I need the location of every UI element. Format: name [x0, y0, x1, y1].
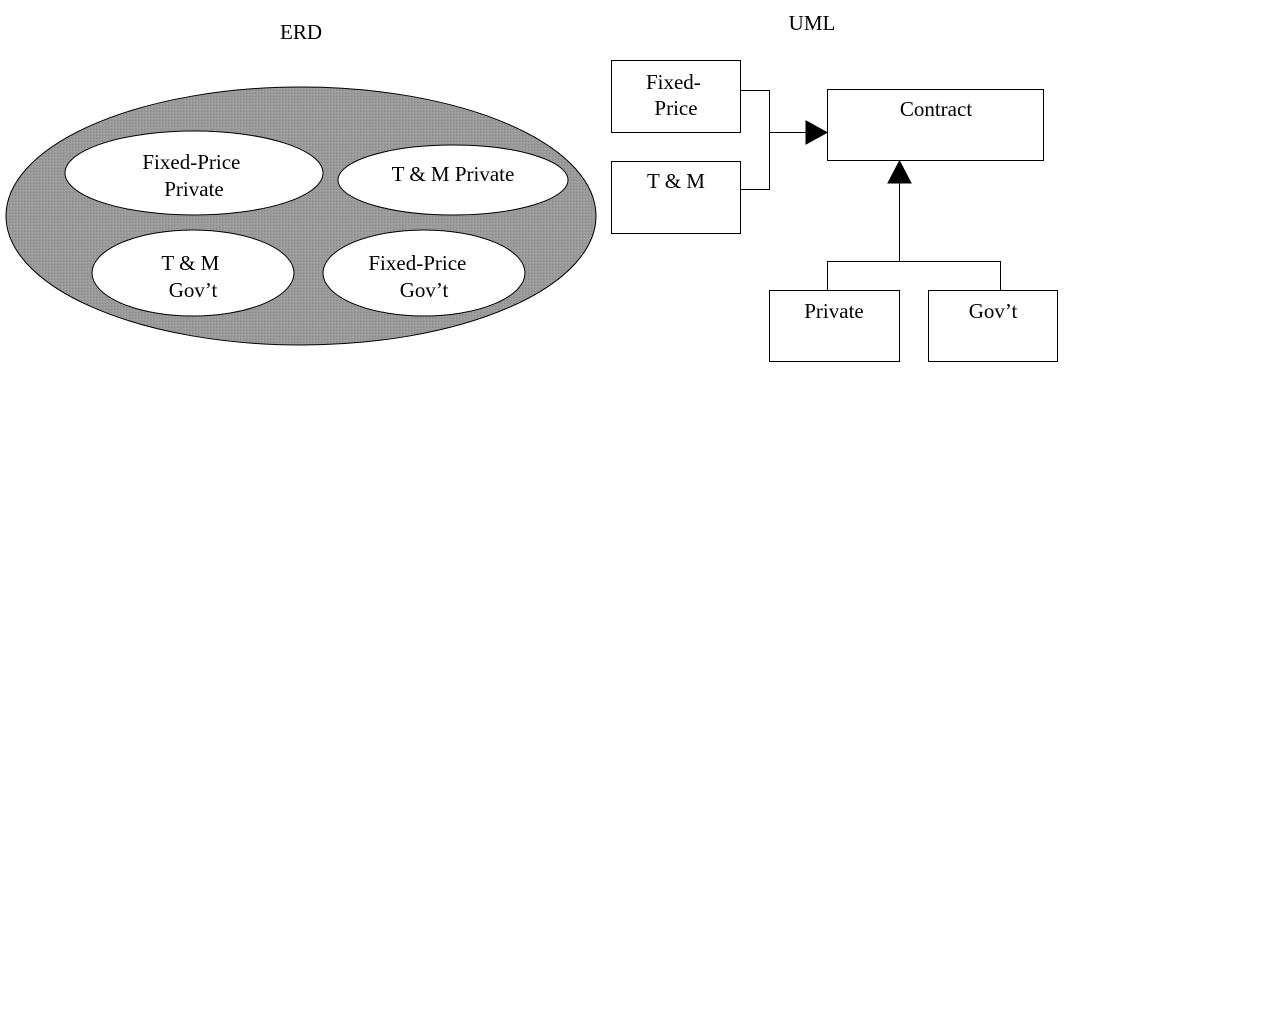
- uml-title: UML: [789, 11, 836, 35]
- connector-fixed-price: [740, 90, 770, 190]
- subset-fixed-price-private-label: Fixed-Price Private: [142, 150, 245, 201]
- class-fixed-price-label: Fixed- Price: [646, 70, 706, 120]
- subset-fixed-price-govt-ellipse: [322, 229, 526, 317]
- erd-title: ERD: [280, 20, 322, 44]
- label-line: Fixed-: [646, 70, 701, 94]
- label-line: Price: [654, 96, 697, 120]
- label-line: T & M: [161, 251, 219, 275]
- subset-fixed-price-govt-label: Fixed-Price Gov’t: [368, 251, 471, 302]
- subset-fixed-price-govt: Fixed-Price Gov’t: [322, 229, 526, 317]
- label-line: Private: [804, 299, 863, 323]
- class-fixed-price-box: [611, 60, 741, 133]
- subset-fixed-price-private-ellipse: [64, 130, 324, 216]
- label-line: Gov’t: [969, 299, 1018, 323]
- label-line: Private: [164, 177, 223, 201]
- uml-section: UML Fixed- Price T & M Contract: [611, 11, 1058, 362]
- label-line: Gov’t: [400, 278, 449, 302]
- subset-tm-private: T & M Private: [337, 144, 569, 216]
- label-line: Gov’t: [169, 278, 218, 302]
- subset-tm-govt-ellipse: [91, 229, 295, 317]
- class-private-label: Private: [804, 299, 863, 323]
- contract-supertype-ellipse: [5, 86, 597, 346]
- label-line: T & M Private: [392, 162, 515, 186]
- class-fixed-price: Fixed- Price: [611, 60, 741, 133]
- class-tm-box: [611, 161, 741, 234]
- subset-tm-private-label: T & M Private: [392, 162, 515, 186]
- generalization-sector-to-contract: [827, 159, 1001, 290]
- class-contract: Contract: [827, 89, 1044, 161]
- subset-tm-govt: T & M Gov’t: [91, 229, 295, 317]
- subset-fixed-price-private: Fixed-Price Private: [64, 130, 324, 216]
- generalization-pricing-to-contract: [740, 90, 829, 190]
- class-govt-box: [928, 290, 1058, 362]
- class-private: Private: [769, 290, 900, 362]
- subset-tm-govt-label: T & M Gov’t: [161, 251, 224, 302]
- class-tm: T & M: [611, 161, 741, 234]
- class-contract-box: [827, 89, 1044, 161]
- class-tm-label: T & M: [647, 169, 705, 193]
- label-line: Contract: [900, 97, 972, 121]
- generalization-arrowhead-icon: [805, 120, 829, 145]
- label-line: T & M: [647, 169, 705, 193]
- class-contract-label: Contract: [900, 97, 972, 121]
- erd-section: ERD Fixed-Price Private T & M Private T …: [5, 20, 597, 346]
- class-private-box: [769, 290, 900, 362]
- connector-sector: [827, 261, 1001, 290]
- label-line: Fixed-Price: [368, 251, 466, 275]
- label-line: Fixed-Price: [142, 150, 240, 174]
- class-govt: Gov’t: [928, 290, 1058, 362]
- subset-tm-private-ellipse: [337, 144, 569, 216]
- generalization-arrowhead-icon: [887, 159, 912, 184]
- class-govt-label: Gov’t: [969, 299, 1018, 323]
